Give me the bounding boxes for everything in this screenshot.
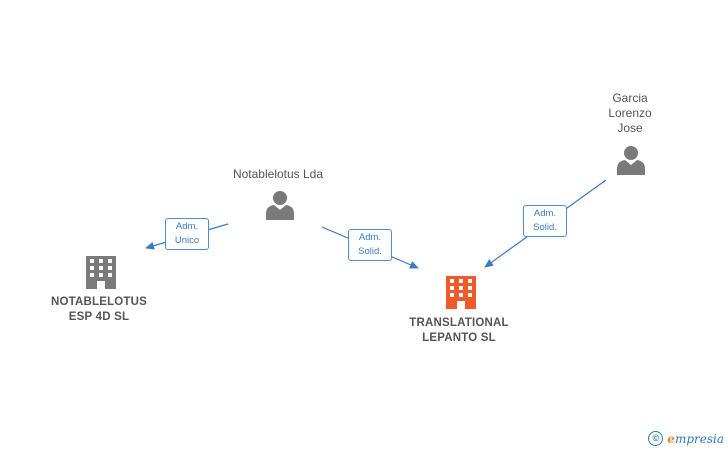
role-badge-adm-solid-garcia: Adm. Solid. <box>523 205 567 237</box>
company-name-translational[interactable]: TRANSLATIONAL LEPANTO SL <box>409 317 509 344</box>
brand-logo[interactable]: empresia <box>667 431 724 446</box>
person-icon[interactable] <box>617 146 645 175</box>
company-name-notablelotus-esp[interactable]: NOTABLELOTUS ESP 4D SL <box>50 296 148 323</box>
role-badge-adm-unico: Adm. Unico <box>165 218 209 250</box>
person-name-notablelotus-lda[interactable]: Notablelotus Lda <box>232 167 324 181</box>
person-name-garcia[interactable]: Garcia Lorenzo Jose <box>608 91 652 135</box>
role-badge-adm-solid-lda: Adm. Solid. <box>348 229 392 261</box>
main-building-icon[interactable] <box>446 276 476 309</box>
person-icon[interactable] <box>266 191 294 220</box>
building-icon[interactable] <box>86 256 116 289</box>
copyright-icon: © <box>648 431 664 446</box>
footer-branding: © empresia <box>648 431 724 446</box>
